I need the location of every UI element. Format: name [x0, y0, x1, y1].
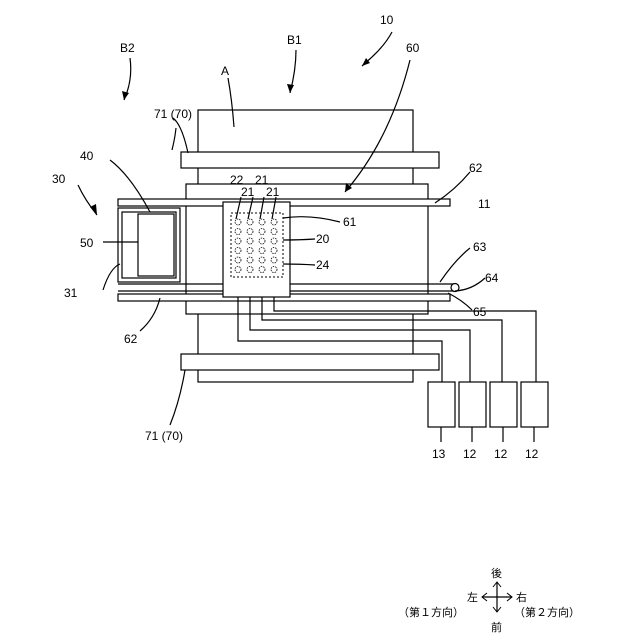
- label-12c: 12: [525, 447, 539, 461]
- controller-13: [428, 382, 455, 427]
- label-40: 40: [80, 149, 94, 163]
- label-63: 63: [473, 240, 487, 254]
- compass-left-note: （第１方向）: [398, 605, 464, 619]
- label-12a: 12: [463, 447, 477, 461]
- label-12b: 12: [494, 447, 508, 461]
- label-11: 11: [478, 197, 491, 211]
- tray-31: [118, 208, 180, 282]
- compass-front: 前: [491, 620, 502, 634]
- compass-right: 右: [516, 590, 527, 604]
- label-20: 20: [316, 232, 330, 246]
- direction-compass: 後 前 左 右 （第１方向） （第２方向）: [398, 566, 580, 634]
- rail-71-top: [181, 152, 439, 168]
- label-64: 64: [485, 271, 499, 285]
- label-71-bottom: 71 (70): [145, 429, 183, 443]
- label-24: 24: [316, 258, 330, 272]
- controller-12c: [521, 382, 548, 427]
- label-a: A: [221, 64, 229, 78]
- label-b2: B2: [120, 41, 135, 55]
- label-61: 61: [343, 215, 357, 229]
- label-21b: 21: [241, 185, 255, 199]
- label-10: 10: [380, 13, 394, 27]
- label-65: 65: [473, 305, 487, 319]
- label-62-bottom: 62: [124, 332, 138, 346]
- label-60: 60: [406, 41, 420, 55]
- controller-12b: [490, 382, 517, 427]
- label-31: 31: [64, 286, 78, 300]
- label-21c: 21: [266, 185, 280, 199]
- label-50: 50: [80, 236, 94, 250]
- compass-left: 左: [467, 591, 478, 604]
- label-30: 30: [52, 172, 66, 186]
- label-13: 13: [432, 447, 446, 461]
- compass-right-note: （第２方向）: [514, 605, 580, 619]
- compass-back: 後: [491, 566, 502, 580]
- rail-71-bottom: [181, 354, 439, 370]
- head-unit-20: [223, 202, 290, 297]
- label-71-top: 71 (70): [154, 107, 192, 121]
- label-62-top: 62: [469, 161, 483, 175]
- controller-12a: [459, 382, 486, 427]
- label-b1: B1: [287, 33, 302, 47]
